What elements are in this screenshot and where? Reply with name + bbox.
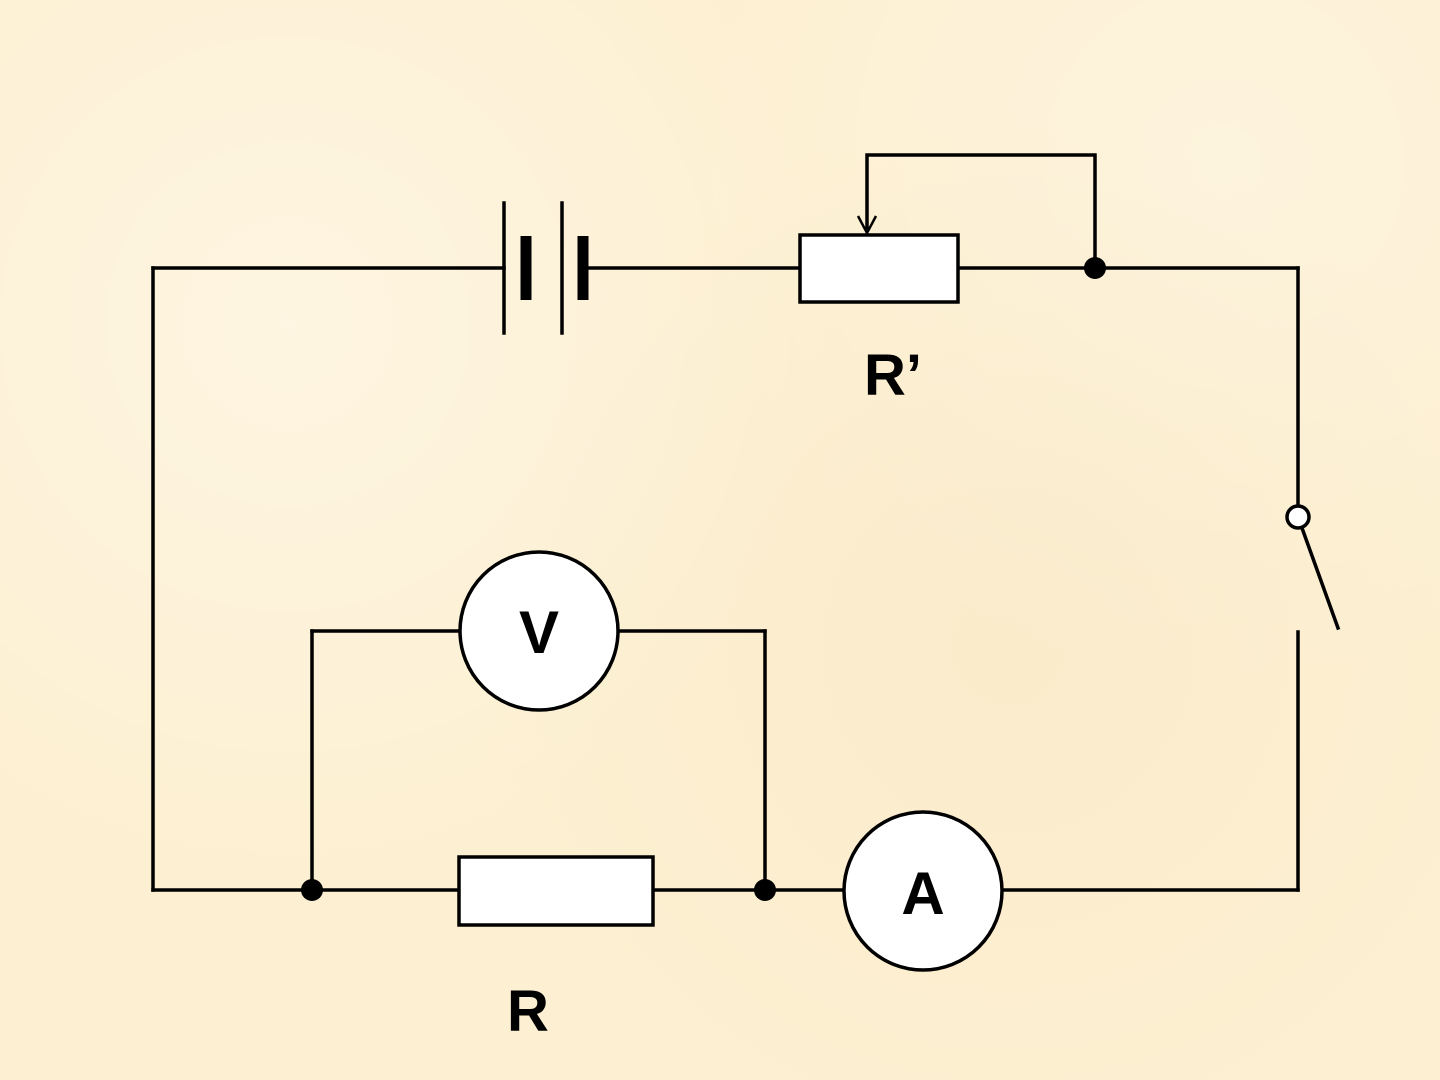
switch-blade bbox=[1299, 525, 1341, 631]
resistor-icon bbox=[457, 855, 655, 927]
voltmeter-branch bbox=[310, 629, 767, 892]
ammeter-icon: A bbox=[842, 810, 1004, 972]
rheostat-icon bbox=[798, 153, 1106, 304]
ammeter-body bbox=[842, 810, 1004, 972]
battery-icon bbox=[502, 201, 589, 335]
rheostat-slider-wire bbox=[865, 153, 1097, 270]
rheostat-body bbox=[798, 233, 960, 304]
voltmeter-icon: V bbox=[458, 550, 620, 712]
voltmeter-label: V bbox=[519, 599, 559, 666]
voltmeter-body bbox=[458, 550, 620, 712]
switch-icon bbox=[1285, 504, 1341, 631]
circuit-wires bbox=[151, 266, 1300, 892]
rheostat-label: R’ bbox=[864, 343, 922, 408]
ammeter-label: A bbox=[901, 860, 944, 927]
rheostat-slider-arrow bbox=[856, 215, 878, 236]
junction-dot-right bbox=[754, 879, 776, 901]
rheostat-junction-dot bbox=[1084, 257, 1106, 279]
switch-pivot bbox=[1285, 504, 1311, 530]
resistor-label: R bbox=[507, 979, 549, 1044]
resistor-body bbox=[457, 855, 655, 927]
junction-dot-left bbox=[301, 879, 323, 901]
